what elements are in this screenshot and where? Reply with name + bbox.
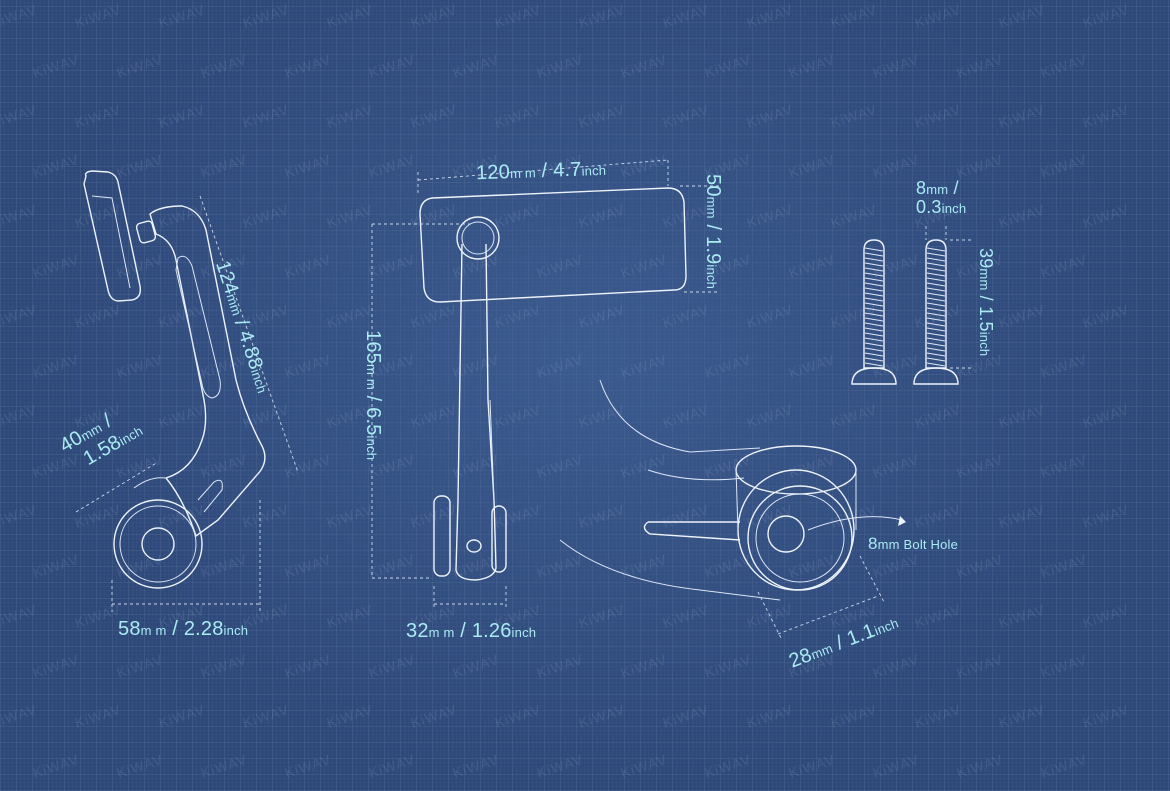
bolt-thread xyxy=(926,247,946,252)
bolt-thread xyxy=(926,357,946,362)
bolt-thread xyxy=(864,247,884,252)
bolt-thread xyxy=(864,297,884,302)
bolt-thread xyxy=(864,357,884,362)
bolt-thread xyxy=(864,332,884,337)
bolt-thread xyxy=(864,327,884,332)
bolt-thread xyxy=(864,317,884,322)
bolt-thread xyxy=(864,272,884,277)
front-view-dimension-lines xyxy=(371,159,720,608)
bolt-thread xyxy=(864,347,884,352)
label-mirror-height: 50mm / 1.9inch xyxy=(702,174,724,290)
bolt-thread xyxy=(926,302,946,307)
bolt-thread xyxy=(926,277,946,282)
bolt-thread xyxy=(926,257,946,262)
label-bolt-diameter: 8mm / 0.3inch xyxy=(916,178,967,217)
label-bolt-hole: 8mm Bolt Hole xyxy=(868,534,959,553)
side-view-base xyxy=(113,499,203,589)
label-total-height: 165m m / 6.5inch xyxy=(362,330,384,461)
label-mirror-width: 120m m / 4.7inch xyxy=(475,158,607,185)
bolt-thread xyxy=(864,267,884,272)
bolt-thread xyxy=(864,362,884,367)
bolt-right xyxy=(913,239,959,385)
bolt-thread xyxy=(926,252,946,257)
bolt-thread xyxy=(864,287,884,292)
bolt-thread xyxy=(926,332,946,337)
bolt-thread xyxy=(864,337,884,342)
bolt-thread xyxy=(864,262,884,267)
bolt-thread xyxy=(926,317,946,322)
bolt-thread xyxy=(926,322,946,327)
bolt-thread xyxy=(864,277,884,282)
bolt-thread xyxy=(926,327,946,332)
bolt-thread xyxy=(926,292,946,297)
bolt-thread xyxy=(864,312,884,317)
bolt-thread xyxy=(864,252,884,257)
side-view-dimension-lines xyxy=(75,195,299,612)
bolt-thread xyxy=(864,307,884,312)
bolt-thread xyxy=(926,307,946,312)
bolt-thread xyxy=(926,352,946,357)
mount-perspective xyxy=(559,379,906,601)
bolt-thread xyxy=(864,352,884,357)
bolt-thread xyxy=(926,347,946,352)
bolt-thread xyxy=(864,342,884,347)
label-side-width: 58m m / 2.28inch xyxy=(118,618,249,640)
bolt-thread xyxy=(926,297,946,302)
bolt-thread xyxy=(926,362,946,367)
bolt-thread xyxy=(864,292,884,297)
front-view-arm xyxy=(433,243,507,581)
side-view-arm xyxy=(133,205,266,538)
bolt-thread xyxy=(864,322,884,327)
bolt-thread xyxy=(926,272,946,277)
side-view-mirror-head xyxy=(83,170,157,302)
bolt-thread xyxy=(926,312,946,317)
bolt-thread xyxy=(926,262,946,267)
label-bolt-length: 39mm / 1.5inch xyxy=(976,248,996,357)
bolt-dimension-lines xyxy=(925,226,972,369)
bolt-thread xyxy=(926,337,946,342)
bolt-thread xyxy=(926,287,946,292)
bolt-left xyxy=(851,239,897,385)
bolt-thread xyxy=(864,302,884,307)
label-base-width: 32m m / 1.26inch xyxy=(406,620,537,642)
bolt-thread xyxy=(926,267,946,272)
bolt-thread xyxy=(926,342,946,347)
bolt-thread xyxy=(926,282,946,287)
bolt-thread xyxy=(864,257,884,262)
front-view-mirror xyxy=(419,187,687,303)
mount-dimension-lines xyxy=(757,555,885,641)
bolt-thread xyxy=(864,282,884,287)
